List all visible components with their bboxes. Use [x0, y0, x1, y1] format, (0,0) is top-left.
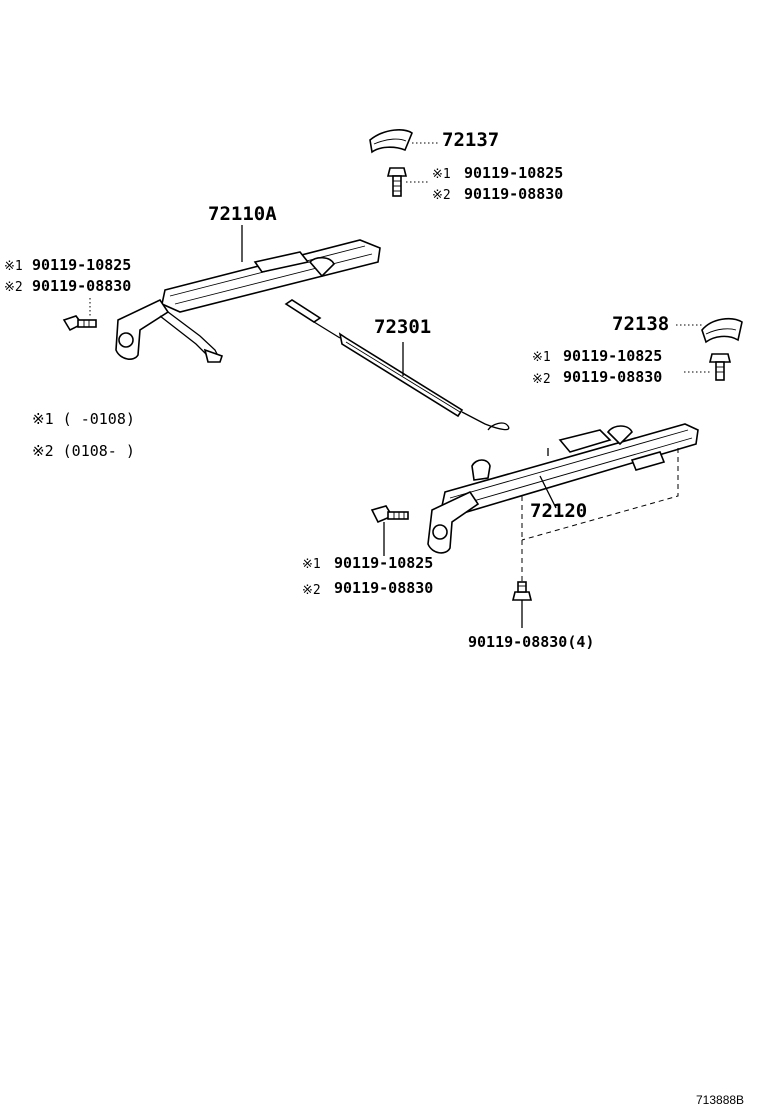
- cover-72138-drawing: [676, 317, 743, 344]
- adjuster-72110A-drawing: [115, 225, 381, 363]
- bolt-number-right-1: 90119-10825: [563, 347, 663, 365]
- label-72138: 72138: [612, 313, 670, 335]
- bolt-bottom-drawing: [511, 581, 533, 628]
- cable-72301-drawing: [284, 299, 510, 431]
- bolt-number-left-1: 90119-10825: [32, 256, 132, 274]
- mark-1-top: ※1: [432, 167, 451, 182]
- mark-1-middle: ※1: [302, 557, 321, 572]
- note-1: ※1 ( -0108): [32, 410, 135, 428]
- bolt-number-middle-2: 90119-08830: [334, 579, 434, 597]
- bolt-number-top-1: 90119-10825: [464, 164, 564, 182]
- bolt-number-right-2: 90119-08830: [563, 368, 663, 386]
- bolt-middle-drawing: [370, 505, 409, 556]
- note-2: ※2 (0108- ): [32, 442, 135, 460]
- mark-2-top: ※2: [432, 188, 451, 203]
- mark-1-left: ※1: [4, 259, 23, 274]
- cover-72137-drawing: [369, 129, 440, 154]
- dashed-leaders: [521, 448, 679, 582]
- label-72137: 72137: [442, 129, 500, 151]
- mark-1-right: ※1: [532, 350, 551, 365]
- bolt-number-top-2: 90119-08830: [464, 185, 564, 203]
- bolt-right-drawing: [684, 353, 732, 381]
- label-72110A: 72110A: [208, 203, 277, 225]
- bolt-number-bottom: 90119-08830(4): [468, 633, 595, 651]
- label-72120: 72120: [530, 500, 588, 522]
- diagram-id: 713888B: [696, 1093, 745, 1107]
- mark-2-middle: ※2: [302, 583, 321, 598]
- mark-2-right: ※2: [532, 372, 551, 387]
- bolt-number-left-2: 90119-08830: [32, 277, 132, 295]
- label-72301: 72301: [374, 316, 432, 338]
- mark-2-left: ※2: [4, 280, 23, 295]
- adjuster-72120-drawing: [427, 423, 699, 554]
- bolt-number-middle-1: 90119-10825: [334, 554, 434, 572]
- bolt-left-drawing: [62, 298, 97, 332]
- bolt-top-drawing: [386, 167, 430, 197]
